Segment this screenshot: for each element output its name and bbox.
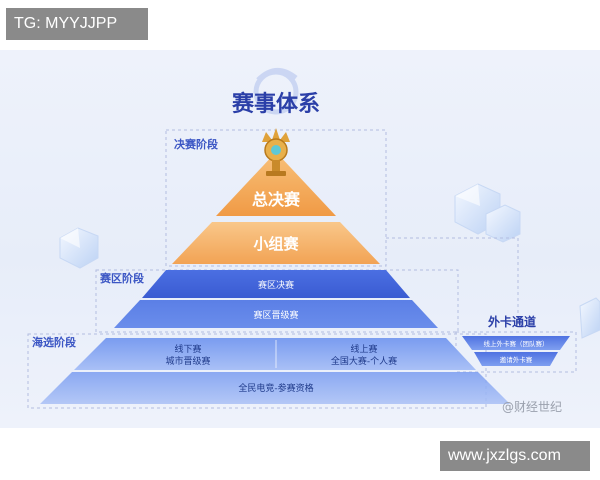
corner-tag: TG: MYYJJPP xyxy=(6,8,148,40)
group-label: 小组赛 xyxy=(253,235,299,253)
wildcard-invite-label: 邀请外卡赛 xyxy=(500,355,533,364)
wildcard-online-label: 线上外卡赛（团队赛） xyxy=(484,339,549,348)
diagram-title: 赛事体系 xyxy=(231,91,320,117)
ice-cube-icon xyxy=(579,297,600,339)
finals-stage-label: 决赛阶段 xyxy=(174,137,218,151)
online-sub: 全国大赛-个人赛 xyxy=(331,355,397,367)
tier-division-final xyxy=(142,270,410,298)
grand-final-label: 总决赛 xyxy=(252,190,301,209)
selection-stage-frame xyxy=(27,333,487,409)
trophy-icon xyxy=(262,128,290,176)
division-stage-label: 赛区阶段 xyxy=(99,271,144,285)
qualifier-label: 全民电竞-参赛资格 xyxy=(238,382,313,394)
source-watermark: @财经世纪 xyxy=(502,400,563,414)
offline-sub: 城市晋级赛 xyxy=(165,355,210,367)
selection-stage-label: 海选阶段 xyxy=(32,335,76,349)
online-title: 线上赛 xyxy=(350,343,377,355)
wildcard-connector xyxy=(386,237,519,318)
offline-title: 线下赛 xyxy=(174,343,201,355)
tier-division-promotion xyxy=(114,300,438,328)
division-promotion-label: 赛区晋级赛 xyxy=(253,309,298,321)
division-final-label: 赛区决赛 xyxy=(258,279,294,291)
tier-qualifier xyxy=(40,372,510,404)
tier-group xyxy=(172,222,380,264)
ice-cube-icon xyxy=(454,183,521,243)
footer-url: www.jxzlgs.com xyxy=(440,441,590,471)
ice-cube-icon xyxy=(59,227,99,269)
tier-grand-final xyxy=(216,152,336,216)
swirl-logo-icon xyxy=(253,68,299,115)
wildcard-invite-tier xyxy=(474,352,558,366)
wildcard-title: 外卡通道 xyxy=(488,314,536,329)
tier-selection-upper xyxy=(74,338,476,370)
wildcard-online-tier xyxy=(462,336,570,350)
